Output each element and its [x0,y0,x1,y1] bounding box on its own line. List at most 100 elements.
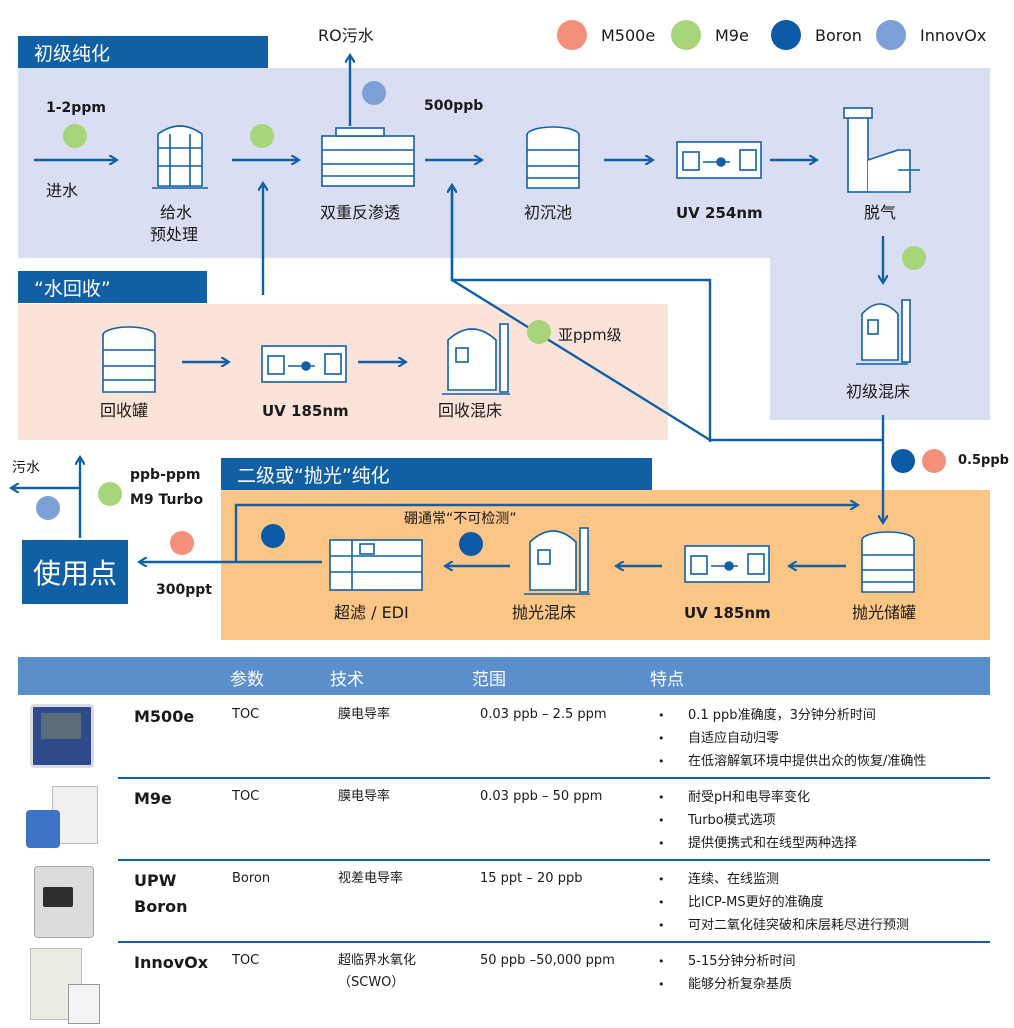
label-primary-mixbed: 初级混床 [846,382,911,401]
mixbed-icon-primary [856,299,911,365]
label-1-2ppm: 1-2ppm [46,100,106,116]
label-uv254: UV 254nm [676,204,763,222]
dot-innovox-waste [36,496,60,520]
label-uf-edi: 超滤 / EDI [334,603,409,622]
row-divider [118,941,990,943]
row-divider [118,777,990,779]
cell-tech: 视差电导率 [338,871,404,886]
feature-item: 5-15分钟分析时间 [658,950,796,973]
product-image-boron [34,866,94,938]
legend-swatch [671,20,701,50]
feature-list: 5-15分钟分析时间 能够分析复杂基质 [658,950,796,996]
section-header-primary: 初级纯化 [18,36,268,68]
product-image-m500e [30,704,94,768]
dot-m9e-inlet [63,124,87,148]
product-name-line: UPW [134,871,177,890]
legend-innovox: InnovOx [876,20,986,50]
legend-m500e: M500e [557,20,655,50]
cell-tech: 超临界水氧化 （SCWO） [338,950,416,994]
label-500ppb: 500ppb [424,98,484,114]
cell-param: TOC [232,789,260,804]
legend-swatch [557,20,587,50]
uf-edi-icon [329,539,423,591]
uv-unit-icon-185-polish [684,545,770,583]
small-unit-icon [68,984,100,1024]
dot-boron-05ppb [891,449,915,473]
feature-item: 连续、在线监测 [658,868,909,891]
feature-item: 提供便携式和在线型两种选择 [658,832,857,855]
legend-boron: Boron [771,20,862,50]
mixbed-icon-polish [524,527,590,595]
cell-param: Boron [232,871,271,886]
dot-m9e-degas [902,246,926,270]
product-image-innovox [30,948,100,1024]
th-param: 参数 [230,670,264,690]
dot-innovox-ro-waste [362,81,386,105]
cell-tech: 膜电导率 [338,789,391,804]
uv-unit-icon-185-recycle [261,345,347,383]
label-boron-note: 硼通常“不可检测” [404,511,517,527]
legend-swatch [876,20,906,50]
dot-m9e-recycle [527,320,551,344]
feature-item: 0.1 ppb准确度，3分钟分析时间 [658,704,926,727]
cell-range: 50 ppb –50,000 ppm [480,953,615,968]
dot-boron-edi [261,524,285,548]
label-settle: 初沉池 [524,203,573,222]
display-icon [43,887,73,907]
legend-label: Boron [815,25,862,45]
product-name: InnovOx [134,953,209,972]
feature-item: 能够分析复杂基质 [658,973,796,996]
dot-m500e-use [170,531,194,555]
label-inlet: 进水 [46,181,79,200]
legend-label: M9e [715,25,749,45]
tank-icon-polish [861,531,915,593]
feature-list: 连续、在线监测 比ICP-MS更好的准确度 可对二氧化硅突破和床层耗尽进行预测 [658,868,909,937]
label-polish-tank: 抛光储罐 [852,603,917,622]
tank-icon-settle [526,126,580,189]
label-subppm: 亚ppm级 [558,326,622,344]
cell-range: 15 ppt – 20 ppb [480,871,583,886]
uv-unit-icon-254 [676,141,762,179]
screen-icon [41,713,81,739]
product-name: M9e [134,789,172,808]
arrow-loop-main [452,186,883,442]
tank-icon-recycle [102,326,156,393]
feature-item: Turbo模式选项 [658,809,857,832]
cell-tech: 膜电导率 [338,707,391,722]
cell-range: 0.03 ppb – 50 ppm [480,789,603,804]
th-range: 范围 [472,670,506,690]
feature-item: 自适应自动归零 [658,727,926,750]
dot-m500e-05ppb [922,449,946,473]
section-header-polish: 二级或“抛光”纯化 [221,458,652,490]
dot-m9e-ro-in [250,124,274,148]
label-pretreat-1: 给水 [160,203,193,222]
product-name: UPW Boron [134,868,187,920]
feature-item: 可对二氧化硅突破和床层耗尽进行预测 [658,914,909,937]
product-name: M500e [134,707,195,726]
feature-item: 比ICP-MS更好的准确度 [658,891,909,914]
product-image-m9e [26,786,100,850]
row-divider [118,859,990,861]
label-recycle-mixbed: 回收混床 [438,401,503,420]
table-header [18,657,990,695]
th-tech: 技术 [330,670,364,690]
section-header-recycle: “水回收” [18,271,207,303]
th-features: 特点 [650,670,684,690]
label-degas: 脱气 [864,203,897,222]
cell-param: TOC [232,953,260,968]
cell-range: 0.03 ppb – 2.5 ppm [480,707,607,722]
label-uv185-recycle: UV 185nm [262,402,349,420]
label-05ppb: 0.5ppb [958,453,1009,468]
degas-icon [843,107,920,193]
feature-list: 0.1 ppb准确度，3分钟分析时间 自适应自动归零 在低溶解氧环境中提供出众的… [658,704,926,773]
feature-item: 在低溶解氧环境中提供出众的恢复/准确性 [658,750,926,773]
dot-boron-mixbed [459,532,483,556]
cell-tech-line: 超临界水氧化 [338,953,417,968]
legend-label: M500e [601,25,656,45]
label-uv185-polish: UV 185nm [684,604,771,622]
label-300ppt: 300ppt [156,582,212,598]
use-point-box: 使用点 [22,540,128,604]
cell-param: TOC [232,707,260,722]
ro-unit-icon [321,127,415,187]
flow-diagram [0,0,920,595]
